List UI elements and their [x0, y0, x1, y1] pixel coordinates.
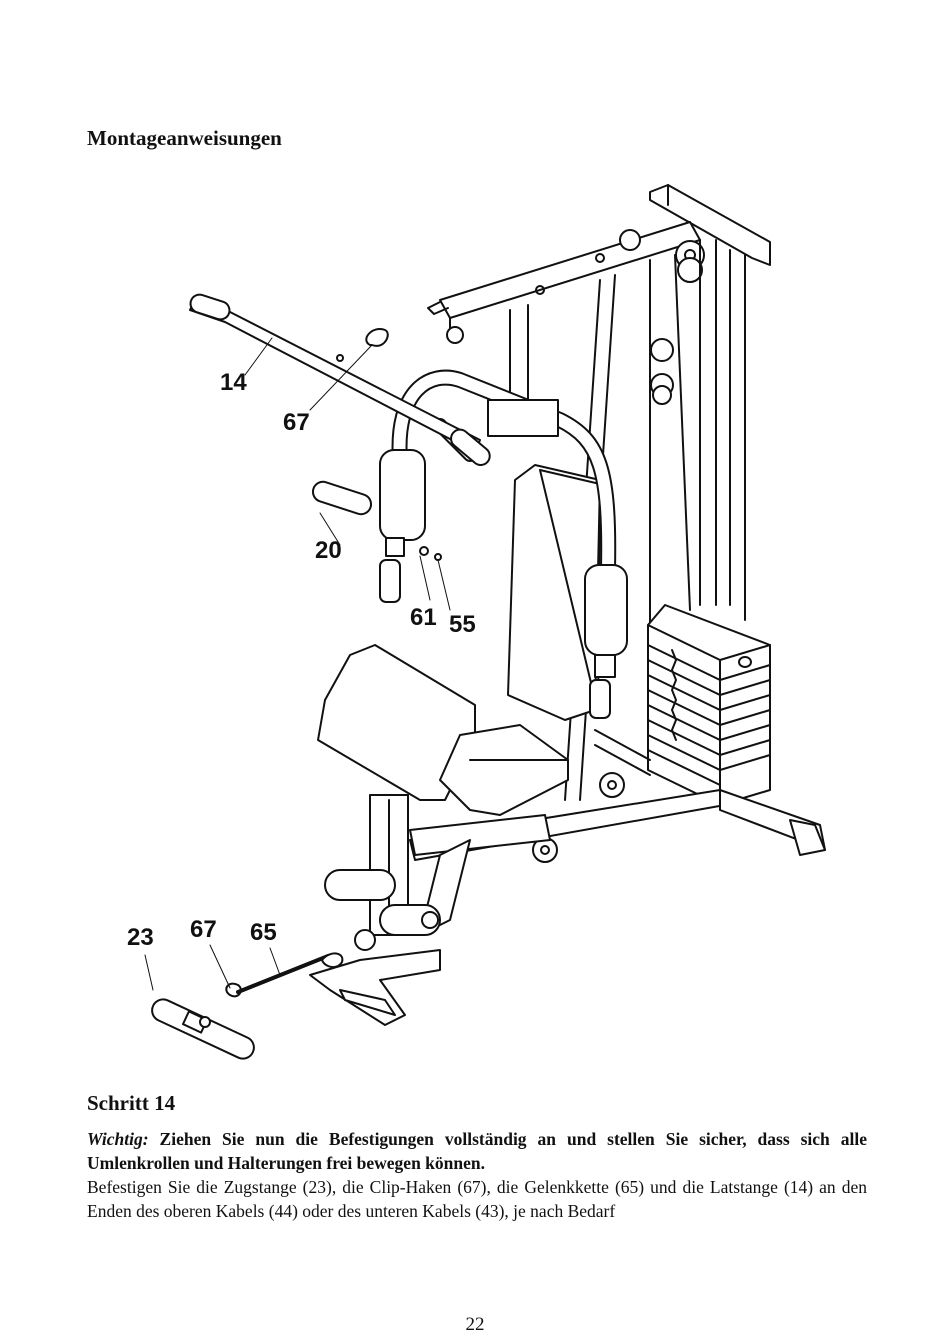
clip-hook-top — [365, 328, 389, 347]
callout-55: 55 — [449, 611, 476, 638]
weight-stack — [647, 604, 771, 806]
callout-67-bottom: 67 — [190, 916, 217, 943]
uprights — [509, 239, 746, 801]
instructions: Wichtig: Ziehen Sie nun die Befestigunge… — [87, 1127, 867, 1223]
callout-20: 20 — [315, 537, 342, 564]
short-handle — [311, 480, 442, 561]
important-note: Wichtig: Ziehen Sie nun die Befestigunge… — [87, 1127, 867, 1175]
callout-65: 65 — [250, 919, 277, 946]
callout-14: 14 — [220, 369, 247, 396]
body-text: Befestigen Sie die Zugstange (23), die C… — [87, 1177, 867, 1221]
home-gym-assembly-diagram: 14 67 20 61 55 23 67 65 — [127, 184, 826, 1060]
straight-bar — [151, 998, 255, 1060]
page-title: Montageanweisungen — [87, 126, 282, 150]
leader-lines — [144, 337, 451, 991]
callout-61: 61 — [410, 604, 437, 631]
lat-bar — [189, 293, 491, 466]
step-title: Schritt 14 — [87, 1091, 176, 1115]
callouts: 14 67 20 61 55 23 67 65 — [127, 369, 476, 951]
note-lead: Wichtig: — [87, 1129, 149, 1149]
callout-23: 23 — [127, 924, 154, 951]
page-number: 22 — [465, 1314, 485, 1335]
top-frame — [427, 184, 771, 344]
leg-developer — [309, 869, 441, 1026]
note-text: Ziehen Sie nun die Befestigungen vollstä… — [87, 1129, 867, 1173]
callout-67-top: 67 — [283, 409, 310, 436]
